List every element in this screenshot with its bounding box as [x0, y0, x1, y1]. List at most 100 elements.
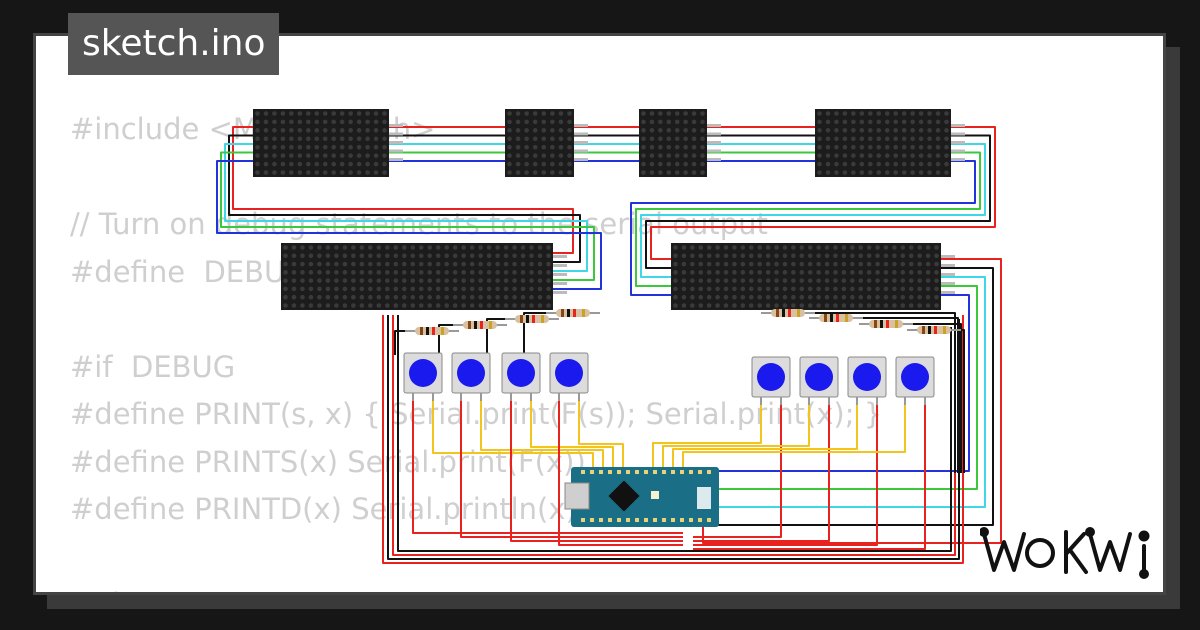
board-pin	[662, 470, 666, 474]
resistor-wire	[961, 329, 965, 473]
matrix-3-pins	[707, 132, 721, 136]
matrix-4-leds	[817, 111, 949, 175]
matrix-wire	[630, 160, 976, 296]
matrix-wire	[650, 126, 996, 260]
matrix-5-pins	[553, 264, 567, 267]
button-signal-wire	[682, 401, 906, 469]
resistor-3-band	[541, 315, 544, 323]
matrix-1-pins	[389, 149, 403, 153]
matrix-6-pins	[941, 264, 955, 267]
button-power-wire	[412, 401, 683, 534]
matrix-2-pins	[574, 124, 588, 127]
resistor-3-band	[532, 315, 535, 323]
resistor-5-band	[782, 309, 785, 317]
matrix-4-pins	[951, 132, 965, 136]
resistor-1-band	[420, 327, 423, 335]
resistor-1-band	[432, 327, 435, 335]
resistor-2-band	[489, 321, 492, 329]
button-power-wire	[510, 401, 683, 542]
matrix-1-pins	[389, 141, 403, 144]
board-pin	[599, 518, 603, 522]
button-signal-wire	[652, 401, 762, 469]
button-signal-wire	[530, 401, 614, 469]
board-pin	[653, 518, 657, 522]
resistor-wire	[523, 312, 546, 355]
board-pin	[653, 470, 657, 474]
resistor-1-band	[441, 327, 444, 335]
resistor-1-band	[426, 327, 429, 335]
matrix-6-leds	[673, 245, 939, 308]
push-button-6-cap	[805, 363, 833, 391]
resistor-2-band	[468, 321, 471, 329]
resistor-5-band	[776, 309, 779, 317]
ground-wire	[397, 315, 952, 552]
matrix-5-pins	[553, 273, 567, 276]
resistor-4-band	[582, 309, 585, 317]
resistor-7-band	[886, 320, 889, 328]
resistor-wire	[486, 318, 505, 355]
resistor-5-band	[797, 309, 800, 317]
matrix-wire	[228, 134, 581, 263]
board-pin	[581, 470, 585, 474]
push-button-1-cap	[409, 359, 437, 387]
matrix-3-leds	[641, 111, 705, 175]
board-pin	[617, 470, 621, 474]
resistor-2-band	[474, 321, 477, 329]
matrix-1	[253, 109, 389, 177]
matrix-1-pins	[389, 158, 403, 161]
matrix-5-pins	[553, 282, 567, 285]
resistor-4-band	[561, 309, 564, 317]
matrix-1-pins	[389, 124, 403, 127]
resistor-8-band	[943, 326, 946, 334]
button-signal-wire	[578, 401, 624, 469]
board-pin	[671, 470, 675, 474]
reset-button	[651, 491, 659, 499]
matrix-2-pins	[574, 149, 588, 153]
push-button-2-cap	[457, 359, 485, 387]
arduino-nano-board	[571, 467, 719, 527]
push-button-5-cap	[757, 363, 785, 391]
matrix-wire	[232, 126, 574, 254]
resistor-5-band	[788, 309, 791, 317]
matrix-5-pins	[553, 291, 567, 294]
matrix-1-pins	[389, 132, 403, 136]
board-pin	[698, 518, 702, 522]
board-pin	[680, 518, 684, 522]
button-power-wire	[460, 401, 683, 538]
board-pin	[608, 470, 612, 474]
resistor-6-band	[824, 314, 827, 322]
resistor-8-band	[934, 326, 937, 334]
resistor-wire	[815, 312, 956, 473]
button-power-wire	[693, 401, 830, 542]
resistor-6-band	[845, 314, 848, 322]
matrix-4-pins	[951, 141, 965, 144]
matrix-wire	[224, 143, 588, 272]
matrix-6-pins	[941, 273, 955, 276]
board-pin	[644, 470, 648, 474]
board-pin	[707, 470, 711, 474]
matrix-3-pins	[707, 124, 721, 127]
board-pin	[707, 518, 711, 522]
board-pin	[662, 518, 666, 522]
matrix-4-pins	[951, 158, 965, 161]
matrix-wire	[635, 151, 981, 287]
board-pin	[689, 518, 693, 522]
resistor-wire	[438, 324, 453, 355]
board-pin	[698, 470, 702, 474]
push-button-4-cap	[555, 359, 583, 387]
matrix-wire	[216, 160, 602, 290]
icsp-header	[697, 487, 711, 509]
code-preview: #include <MD_Parola.h> // Turn on debug …	[70, 112, 883, 592]
push-button-3-cap	[507, 359, 535, 387]
file-name-tab: sketch.ino	[68, 13, 280, 75]
board-pin	[689, 470, 693, 474]
board-pin	[608, 518, 612, 522]
matrix-1-leds	[255, 111, 387, 175]
microcontroller-chip	[608, 480, 640, 512]
resistor-8-band	[922, 326, 925, 334]
project-preview-card[interactable]: #include <MD_Parola.h> // Turn on debug …	[33, 33, 1166, 595]
matrix-5-leds	[283, 245, 551, 308]
resistor-4-band	[567, 309, 570, 317]
matrix-2-pins	[574, 158, 588, 161]
matrix-wire	[640, 143, 986, 278]
